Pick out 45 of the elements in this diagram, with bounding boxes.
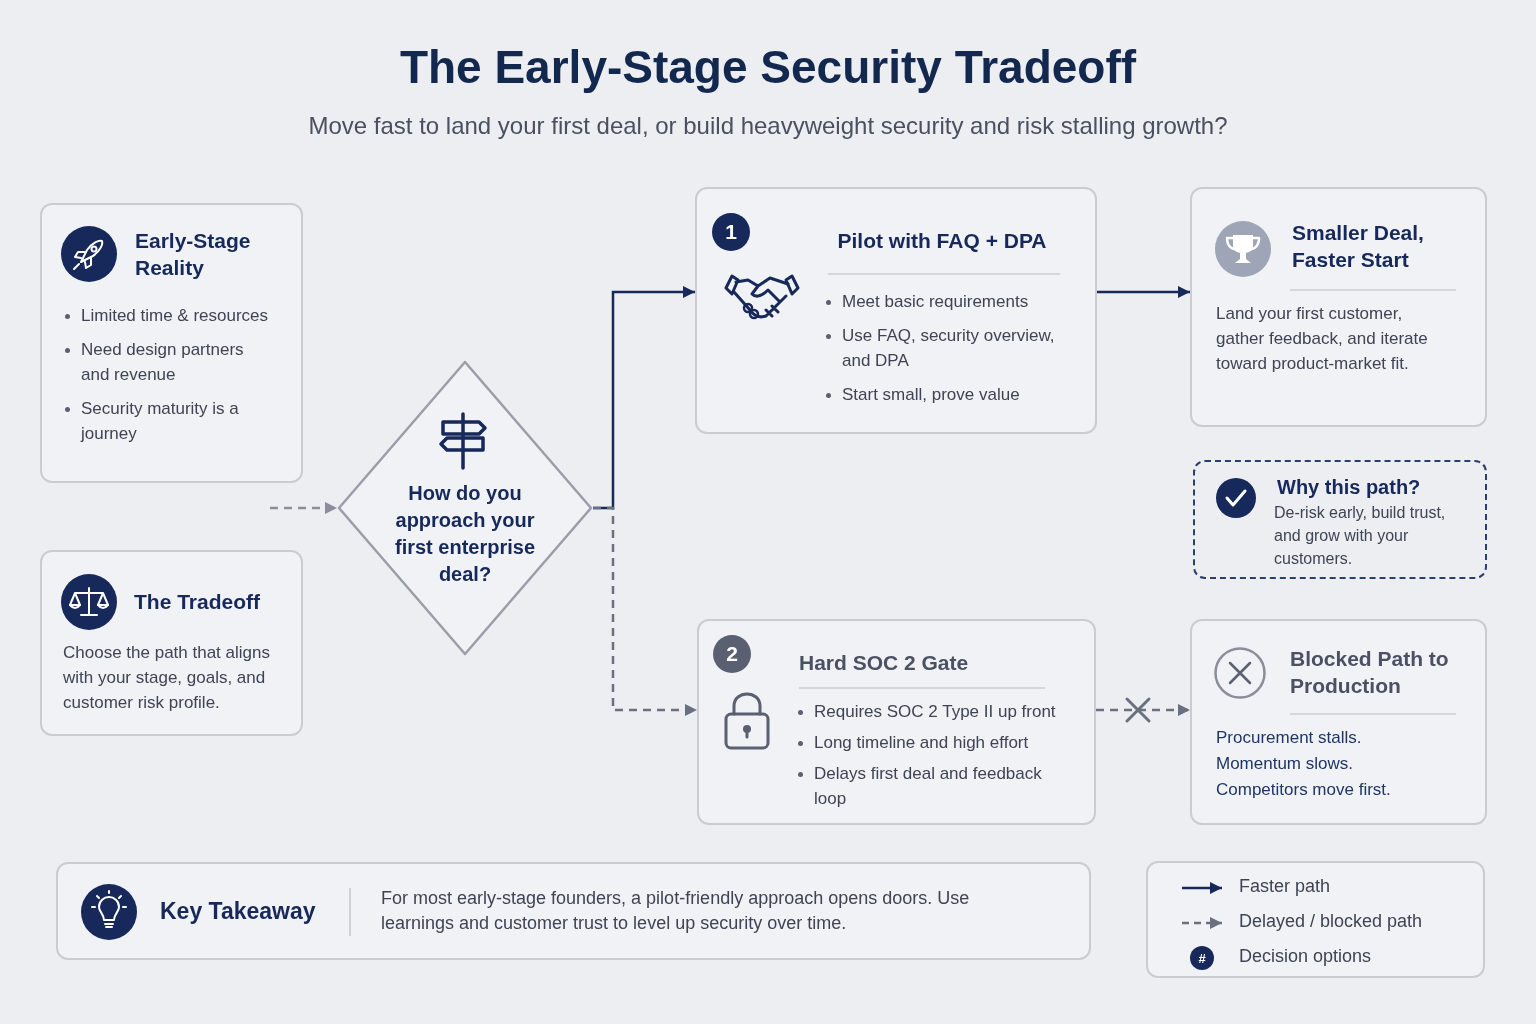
dashed-arrow <box>1096 704 1190 716</box>
card-title: Smaller Deal, Faster Start <box>1292 220 1425 273</box>
card <box>1190 619 1487 825</box>
arrow <box>1097 286 1190 298</box>
body-text: Choose the path that aligns with your stage, goals, and customer risk profile. <box>63 642 271 714</box>
body-text: De-risk early, build trust, and grow with your customers. <box>1274 503 1447 569</box>
card-title: Key Takeaway <box>160 898 317 925</box>
card <box>1190 187 1487 427</box>
card-title: Pilot with FAQ + DPA <box>836 228 1048 254</box>
legend-label: Faster path <box>1239 876 1331 897</box>
legend-label: Delayed / blocked path <box>1239 911 1423 932</box>
bullet-item: Limited time & resources <box>81 306 269 325</box>
body-text: Competitors move first. <box>1216 779 1392 801</box>
bullet-item: Security maturity is a journey <box>81 399 239 443</box>
dashed-arrow <box>593 506 697 716</box>
legend-label: Decision options <box>1239 946 1372 967</box>
takeaway-panel <box>56 862 1091 960</box>
bullet-item: Requires SOC 2 Type II up front <box>814 702 1056 721</box>
body-text: For most early-stage founders, a pilot-friendly approach opens doors. Use learnings and customer trust to level up security over time. <box>381 887 971 935</box>
bullet-item: Start small, prove value <box>842 385 1020 404</box>
title-heading: The Early-Stage Security Tradeoff <box>398 40 1138 94</box>
card <box>40 203 303 483</box>
card-title: Why this path? <box>1277 475 1422 500</box>
dashed-arrow <box>270 502 337 514</box>
bullet-item: Delays first deal and feedback loop <box>814 764 1042 808</box>
bullet-item: Need design partners and revenue <box>81 340 244 384</box>
bullet-item: Use FAQ, security overview, and DPA <box>842 326 1055 370</box>
subtitle: Move fast to land your first deal, or build heavyweight security and risk stalling growth? <box>307 112 1229 140</box>
number-badge: 1 <box>712 213 750 251</box>
card-title: Hard SOC 2 Gate <box>799 650 970 676</box>
number-badge: # <box>1190 946 1214 970</box>
card-title: Blocked Path to Production <box>1290 646 1450 699</box>
bullet-item: Long timeline and high effort <box>814 733 1029 752</box>
body-text: Land your first customer, gather feedback, and iterate toward product-market fit. <box>1216 303 1429 375</box>
card-title: The Tradeoff <box>134 589 261 615</box>
card <box>695 187 1097 434</box>
bullet-item: Meet basic requirements <box>842 292 1029 311</box>
body-text: Momentum slows. <box>1216 753 1354 775</box>
note-card <box>1193 460 1487 579</box>
card-title: Early-Stage Reality <box>135 228 252 281</box>
card <box>40 550 303 736</box>
body-text: Procurement stalls. <box>1216 727 1363 749</box>
decision-question: How do you approach your first enterprise deal? <box>393 481 537 587</box>
number-badge: 2 <box>713 635 751 673</box>
card <box>697 619 1096 825</box>
